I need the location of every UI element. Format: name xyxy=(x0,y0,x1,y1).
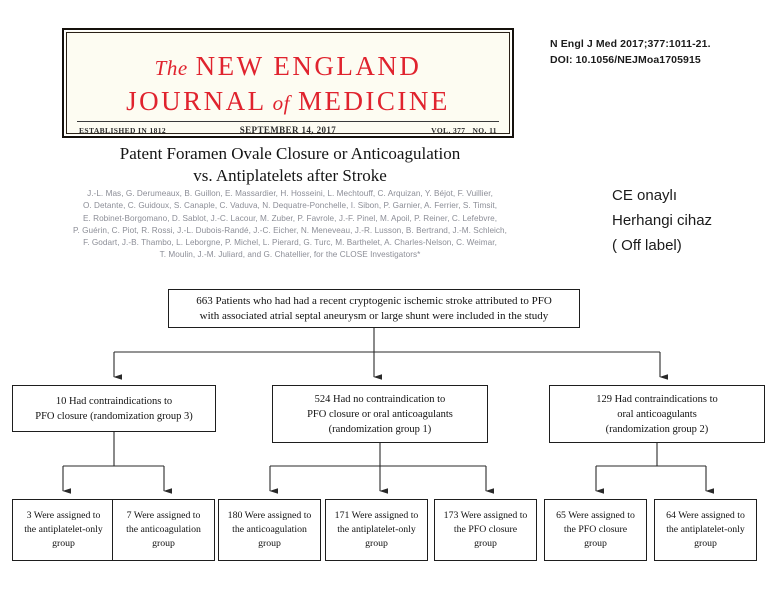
masthead-issue-date: SEPTEMBER 14, 2017 xyxy=(239,125,337,135)
flow-box-group2-line-1: 129 Had contraindications to xyxy=(596,393,718,405)
flow-leaf-line-3: group xyxy=(365,538,388,549)
author-line: J.-L. Mas, G. Derumeaux, B. Guillon, E. … xyxy=(87,189,493,198)
flow-box-randomization-group-1: 524 Had no contraindication to PFO closu… xyxy=(272,385,488,443)
flow-box-enrollment: 663 Patients who had had a recent crypto… xyxy=(168,289,580,328)
flow-leaf-line-3: group xyxy=(258,538,281,549)
article-title: Patent Foramen Ovale Closure or Anticoag… xyxy=(40,143,540,187)
masthead-number: NO. 11 xyxy=(472,125,497,135)
flow-leaf-line-2: the PFO closure xyxy=(563,524,628,535)
flow-box-group1-line-2: PFO closure or oral anticoagulants xyxy=(307,408,453,420)
annotation-line-1: CE onaylı xyxy=(612,187,678,204)
flow-box-randomization-group-2: 129 Had contraindications to oral antico… xyxy=(549,385,765,443)
flow-leaf-line-2: the antiplatelet-only xyxy=(24,524,103,535)
patient-flow-diagram: 663 Patients who had had a recent crypto… xyxy=(0,280,776,608)
masthead-word-new-england: NEW ENGLAND xyxy=(195,51,422,81)
citation-block: N Engl J Med 2017;377:1011-21. DOI: 10.1… xyxy=(550,36,770,68)
masthead-title-line-1: The NEW ENGLAND xyxy=(67,51,509,82)
flow-box-group2-line-2: oral anticoagulants xyxy=(617,408,697,420)
flow-connectors xyxy=(62,328,714,494)
flow-leaf-line-1: 173 Were assigned to xyxy=(443,510,528,521)
masthead-word-of: of xyxy=(272,91,290,115)
flow-leaf-line-2: the PFO closure xyxy=(453,524,518,535)
flow-leaf-box: 64 Were assigned to the antiplatelet-onl… xyxy=(654,499,757,561)
flow-box-group1-line-1: 524 Had no contraindication to xyxy=(314,393,446,405)
flow-box-group3-line-2: PFO closure (randomization group 3) xyxy=(35,410,193,422)
author-line: T. Moulin, J.-M. Juliard, and G. Chatell… xyxy=(159,250,421,260)
flow-leaf-line-1: 3 Were assigned to xyxy=(26,510,101,521)
flow-leaf-box: 65 Were assigned to the PFO closure grou… xyxy=(544,499,647,561)
citation-doi-line: DOI: 10.1056/NEJMoa1705915 xyxy=(550,54,701,66)
flow-leaf-line-3: group xyxy=(584,538,607,549)
author-list: J.-L. Mas, G. Derumeaux, B. Guillon, E. … xyxy=(36,188,544,262)
flow-leaf-box: 180 Were assigned to the anticoagulation… xyxy=(218,499,321,561)
citation-journal-line: N Engl J Med 2017;377:1011-21. xyxy=(550,38,711,50)
flow-leaf-box: 173 Were assigned to the PFO closure gro… xyxy=(434,499,537,561)
flow-leaf-line-1: 171 Were assigned to xyxy=(334,510,419,521)
flow-leaf-line-1: 180 Were assigned to xyxy=(227,510,312,521)
flow-box-enrollment-line-1: 663 Patients who had had a recent crypto… xyxy=(196,294,552,307)
author-line: O. Detante, C. Guidoux, S. Canaple, C. V… xyxy=(82,201,498,211)
masthead-volume-number: VOL. 377 NO. 11 xyxy=(372,126,497,135)
masthead-word-the: The xyxy=(154,56,188,80)
annotation-line-3: ( Off label) xyxy=(612,237,682,254)
masthead-footer: ESTABLISHED IN 1812 SEPTEMBER 14, 2017 V… xyxy=(79,125,497,135)
flow-leaf-line-1: 65 Were assigned to xyxy=(556,510,635,521)
masthead-word-medicine: MEDICINE xyxy=(297,86,450,116)
flow-leaf-line-2: the anticoagulation xyxy=(232,524,307,535)
flow-leaf-line-3: group xyxy=(152,538,175,549)
article-title-line-1: Patent Foramen Ovale Closure or Anticoag… xyxy=(119,144,461,163)
flow-leaf-box: 171 Were assigned to the antiplatelet-on… xyxy=(325,499,428,561)
article-title-line-2: vs. Antiplatelets after Stroke xyxy=(193,166,387,185)
annotation-line-2: Herhangi cihaz xyxy=(612,212,713,229)
flow-leaf-line-2: the antiplatelet-only xyxy=(666,524,745,535)
author-line: P. Guérin, C. Piot, R. Rossi, J.-L. Dubo… xyxy=(73,225,507,235)
flow-leaf-box: 3 Were assigned to the antiplatelet-only… xyxy=(12,499,115,561)
flow-leaf-line-3: group xyxy=(52,538,75,549)
flow-leaf-line-1: 64 Were assigned to xyxy=(666,510,745,521)
masthead-established: ESTABLISHED IN 1812 xyxy=(79,125,167,135)
flow-leaf-box: 7 Were assigned to the anticoagulation g… xyxy=(112,499,215,561)
flow-leaf-line-3: group xyxy=(694,538,717,549)
masthead-divider xyxy=(77,121,499,122)
flow-leaf-line-2: the antiplatelet-only xyxy=(337,524,416,535)
author-line: E. Robinet-Borgomano, D. Sablot, J.-C. L… xyxy=(82,213,498,223)
flow-box-group2-line-3: (randomization group 2) xyxy=(605,423,709,435)
masthead-volume: VOL. 377 xyxy=(431,125,466,135)
flow-leaf-line-3: group xyxy=(474,538,497,549)
flow-box-group3-line-1: 10 Had contraindications to xyxy=(55,395,173,407)
flow-leaf-line-2: the anticoagulation xyxy=(126,524,201,535)
author-line: F. Godart, J.-B. Thambo, L. Leborgne, P.… xyxy=(83,238,497,248)
flow-box-enrollment-line-2: with associated atrial septal aneurysm o… xyxy=(199,309,549,322)
annotation-note: CE onaylı Herhangi cihaz ( Off label) xyxy=(612,183,776,258)
masthead-word-journal: JOURNAL xyxy=(126,86,267,116)
flow-leaf-line-1: 7 Were assigned to xyxy=(126,510,201,521)
flow-box-randomization-group-3: 10 Had contraindications to PFO closure … xyxy=(12,385,216,432)
flow-box-group1-line-3: (randomization group 1) xyxy=(328,423,432,435)
